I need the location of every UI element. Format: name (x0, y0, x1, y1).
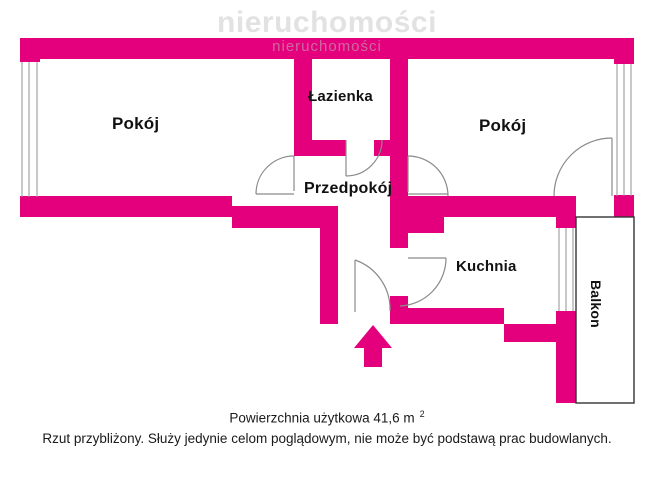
wall-entrance-right (390, 308, 408, 324)
door-swing-entrance (354, 259, 391, 312)
wall-hall-left-upper (294, 38, 312, 64)
room-label-balkon: Balkon (588, 280, 604, 328)
entrance-arrow-up-icon (354, 325, 392, 367)
wall-balcony-right-stub (614, 195, 634, 217)
wall-bath-left-nub (294, 140, 346, 156)
balcony-outline (575, 216, 635, 404)
caption-block: Powierzchnia użytkowa 41,6 m 2 Rzut przyb… (0, 404, 654, 449)
wall-hall-left-lower (320, 206, 338, 324)
window-left-opening (20, 62, 40, 197)
room-label-lazienka: Łazienka (308, 88, 373, 105)
square-meter-exponent: 2 (419, 409, 425, 419)
room-label-przedpokoj: Przedpokój (304, 180, 393, 197)
wall-bottom-left-step (232, 206, 337, 228)
room-label-pokoj-left: Pokój (112, 114, 160, 133)
door-swing-kitchen (399, 257, 447, 307)
wall-kitchen-top (408, 196, 556, 217)
window-lines-group (21, 62, 632, 311)
room-label-kuchnia: Kuchnia (456, 258, 517, 275)
usable-area-text: Powierzchnia użytkowa 41,6 m 2 (0, 404, 654, 429)
entrance-arrow-shape (354, 325, 392, 367)
wall-hall-right-vertical (390, 156, 408, 218)
wall-bath-right-nub (374, 140, 408, 156)
usable-area-label: Powierzchnia użytkowa 41,6 m (229, 410, 415, 426)
wall-right-upper-stub (614, 38, 634, 66)
disclaimer-text: Rzut przybliżony. Służy jedynie celom po… (42, 430, 612, 446)
wall-kitchen-bottom (408, 308, 504, 324)
wall-bottom-left-room (20, 196, 232, 217)
door-swing-left-room (255, 155, 295, 195)
wall-group (20, 38, 635, 404)
door-swing-balcony (553, 137, 613, 197)
wall-bath-right-vertical (390, 59, 408, 145)
door-group (255, 137, 613, 312)
room-label-pokoj-right: Pokój (479, 116, 527, 135)
wall-hall-left-vertical (294, 59, 312, 145)
wall-hall-entry-left-stub (320, 310, 338, 324)
wall-kitchen-bottom-step (504, 324, 576, 342)
wall-balcony-left-upper (556, 196, 576, 228)
wall-left-upper-stub (20, 38, 40, 64)
wall-hall-right-lower (390, 218, 408, 248)
door-swing-right-room (407, 155, 449, 197)
door-swing-bathroom (345, 139, 383, 177)
wall-top-outer (20, 38, 634, 59)
wall-kitchen-top-step (408, 217, 444, 233)
